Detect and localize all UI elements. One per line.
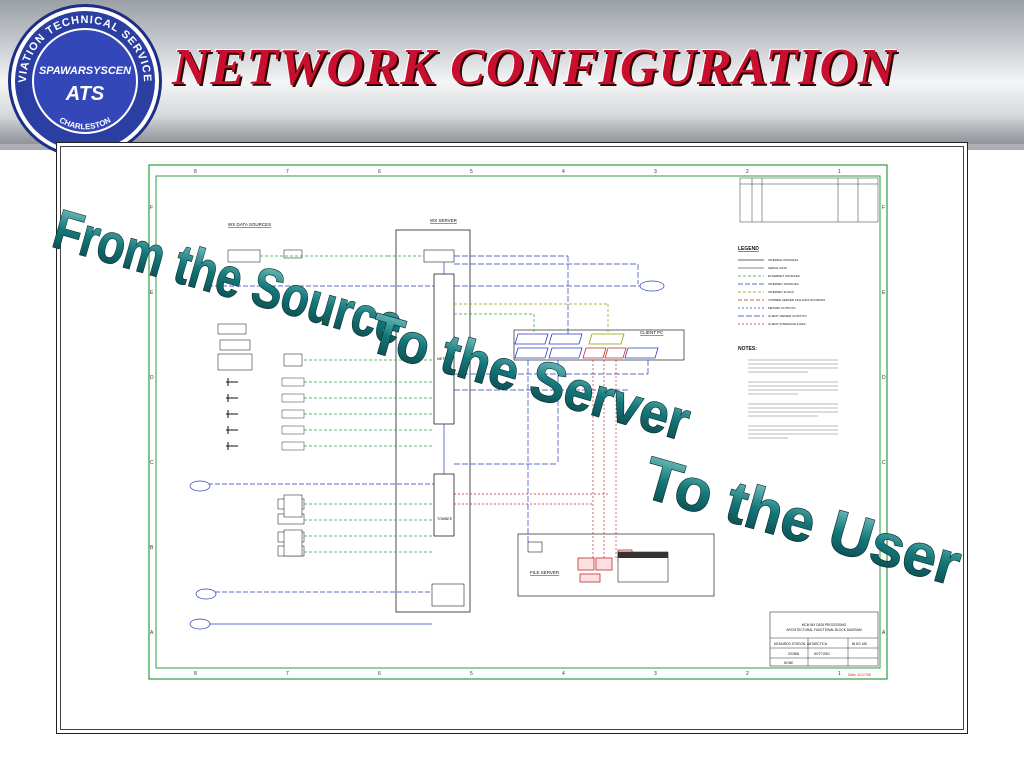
legend: INTERNAL PROCESS SERIAL DATA ETHERNET SO… bbox=[738, 258, 825, 326]
revision-table bbox=[739, 177, 879, 223]
row-label: C bbox=[882, 460, 886, 466]
title-block-line1: MCM WX DATA PROCESSING bbox=[802, 623, 847, 627]
seal-acronym: ATS bbox=[65, 83, 105, 105]
col-label: 4 bbox=[562, 671, 565, 677]
towbee-module bbox=[433, 473, 455, 537]
metwin-module bbox=[433, 273, 455, 425]
col-label: 8 bbox=[194, 169, 197, 175]
legend-title: LEGEND bbox=[738, 246, 759, 252]
legend-item: INTERNET FLAGS bbox=[768, 290, 794, 294]
date-stamp: Date: 11/17/06 bbox=[848, 673, 871, 677]
server-section-label: WX SERVER bbox=[430, 218, 458, 223]
col-label: 7 bbox=[286, 671, 289, 677]
col-label: 6 bbox=[378, 671, 381, 677]
source-devices bbox=[217, 249, 305, 557]
legend-item: METARP OUTPUTS bbox=[768, 306, 795, 310]
title-block-code: 29365 bbox=[788, 651, 800, 656]
col-label: 5 bbox=[470, 169, 473, 175]
legend-item: TOWBEE SERVER FILE DATA SOURCES bbox=[768, 298, 825, 302]
metwin-label: METWIN bbox=[437, 357, 452, 361]
title-block-bldg: BLDG 165 bbox=[852, 642, 867, 646]
wx-server-box bbox=[395, 229, 471, 613]
network-block-diagram: 8 7 6 5 4 3 2 1 8 7 6 5 4 3 2 1 F E D C … bbox=[148, 164, 888, 680]
col-label: 6 bbox=[378, 169, 381, 175]
row-label: F bbox=[150, 205, 153, 211]
row-label: D bbox=[882, 375, 886, 381]
drawing-title-block: MCM WX DATA PROCESSING ARCHITECTURAL FUN… bbox=[769, 611, 879, 677]
web-server-box bbox=[431, 583, 465, 607]
row-label: D bbox=[150, 375, 154, 381]
notes-title: NOTES: bbox=[738, 346, 757, 352]
col-label: 5 bbox=[470, 671, 473, 677]
row-label: C bbox=[150, 460, 154, 466]
internet-clouds bbox=[189, 280, 665, 630]
legend-item: CLIENT INTERFACE FILES bbox=[768, 322, 805, 326]
seal-org: SPAWARSYSCEN bbox=[39, 65, 132, 77]
page-title: NETWORK CONFIGURATION bbox=[172, 39, 897, 96]
title-block-dwg: 0077250 bbox=[814, 651, 830, 656]
notes-text-lines bbox=[748, 359, 838, 439]
row-label: B bbox=[882, 545, 886, 551]
title-block-scale: NONE bbox=[784, 661, 793, 665]
row-label: E bbox=[882, 290, 886, 296]
sources-section-label: WX DATA SOURCES bbox=[228, 222, 271, 227]
legend-item: INTERNAL PROCESS bbox=[768, 258, 798, 262]
col-label: 2 bbox=[746, 671, 749, 677]
towbee-label: TOWBEE bbox=[437, 517, 453, 521]
row-label: A bbox=[882, 630, 886, 636]
col-label: 3 bbox=[654, 169, 657, 175]
legend-item: CLIENT VIEWER OUTPUTS bbox=[768, 314, 806, 318]
header-shadow-band bbox=[0, 118, 1024, 144]
col-label: 3 bbox=[654, 671, 657, 677]
legend-item: ETHERNET SOURCES bbox=[768, 274, 800, 278]
diagram-frame-inner bbox=[60, 146, 964, 730]
client-section-label: CLIENT PC bbox=[640, 330, 664, 335]
file-server-label: FILE SERVER bbox=[530, 570, 560, 575]
row-label: B bbox=[150, 545, 154, 551]
ats-seal-logo: AVIATION TECHNICAL SERVICES CHARLESTON S… bbox=[6, 2, 162, 158]
sensor-icons bbox=[226, 378, 238, 450]
col-label: 2 bbox=[746, 169, 749, 175]
legend-item: SERIAL DATA bbox=[768, 266, 787, 270]
drawing-border-inner bbox=[155, 175, 881, 669]
row-label: E bbox=[150, 290, 154, 296]
server-to-client-lines bbox=[443, 255, 652, 558]
title-block-station: MCMURDO STATION, ANTARCTICA bbox=[774, 642, 828, 646]
title-block-line2: ARCHITECTURAL FUNCTIONAL BLOCK DIAGRAM bbox=[786, 628, 862, 632]
col-label: 4 bbox=[562, 169, 565, 175]
legend-item: INTERNET SOURCES bbox=[768, 282, 799, 286]
row-label: A bbox=[150, 630, 154, 636]
col-label: 8 bbox=[194, 671, 197, 677]
col-label: 1 bbox=[838, 169, 841, 175]
drawing-border-outer bbox=[148, 164, 888, 680]
row-label: F bbox=[882, 205, 885, 211]
black-island-server bbox=[423, 249, 455, 263]
source-to-server-lines bbox=[208, 255, 434, 625]
client-boxes bbox=[514, 333, 659, 359]
client-pc-box bbox=[513, 329, 685, 361]
col-label: 7 bbox=[286, 169, 289, 175]
col-label: 1 bbox=[838, 671, 841, 677]
